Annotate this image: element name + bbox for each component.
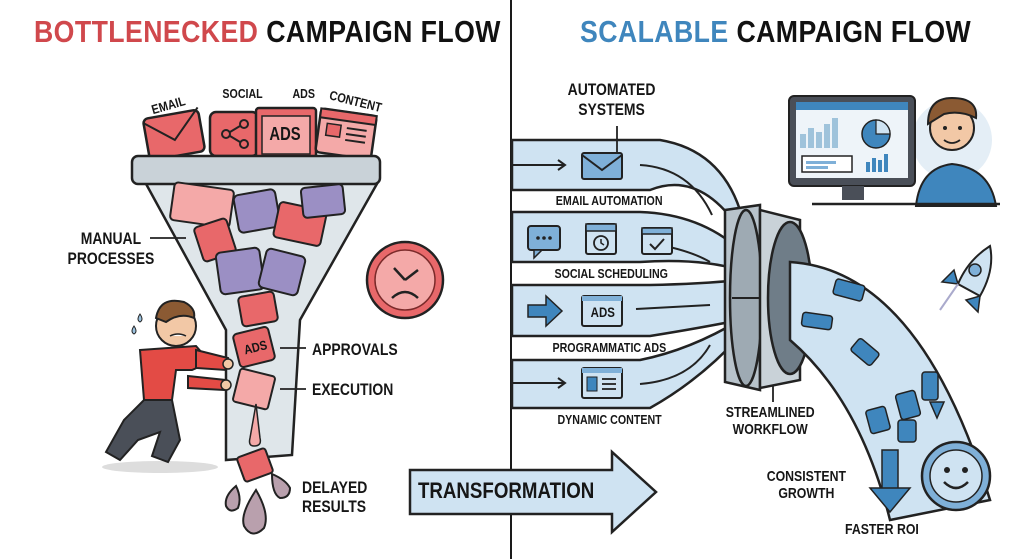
rocket-icon — [939, 244, 993, 314]
calendar-check-icon — [641, 227, 673, 255]
streamlined-workflow-line2: WORKFLOW — [732, 421, 808, 438]
chat-icon — [527, 225, 561, 260]
left-title-rest: CAMPAIGN FLOW — [266, 14, 501, 49]
execution-label: EXECUTION — [312, 380, 394, 399]
faster-roi-label: FASTER ROI — [845, 521, 919, 538]
approvals-label: APPROVALS — [312, 340, 398, 359]
lane-ads-icon — [581, 295, 623, 327]
channel-label-social: SOCIAL — [222, 86, 263, 101]
share-icon — [208, 110, 260, 158]
channel-label-ads: ADS — [292, 86, 315, 101]
drip-drops — [224, 472, 292, 535]
streamlined-workflow-line1: STREAMLINED — [725, 404, 815, 421]
falling-envelope-icon — [236, 447, 274, 483]
calendar-clock-icon — [585, 223, 617, 255]
down-arrow-icon — [868, 449, 912, 514]
ads-card-icon — [254, 106, 318, 160]
right-title-rest: CAMPAIGN FLOW — [736, 14, 972, 49]
lane-label-programmatic-ads: PROGRAMMATIC ADS — [552, 340, 667, 355]
delayed-results-label: DELAYED RESULTS — [302, 478, 367, 516]
automated-systems-label: AUTOMATED SYSTEMS — [568, 80, 656, 120]
lane-content-icon — [581, 367, 623, 399]
happy-person — [912, 96, 998, 207]
streamlined-workflow-label: STREAMLINED WORKFLOW — [726, 404, 815, 438]
automated-systems-line2: SYSTEMS — [578, 100, 645, 119]
lane-label-email-automation: EMAIL AUTOMATION — [555, 193, 663, 208]
transformation-label: TRANSFORMATION — [418, 478, 595, 503]
stressed-person — [102, 299, 234, 473]
manual-processes-line1: MANUAL — [80, 229, 142, 248]
left-title-accent: BOTTLENECKED — [34, 14, 259, 49]
right-title-accent: SCALABLE — [580, 14, 729, 49]
content-page-icon — [314, 107, 378, 161]
right-title: SCALABLE CAMPAIGN FLOW — [580, 14, 971, 50]
sad-clock-icon — [365, 240, 445, 320]
manual-processes-label: MANUAL PROCESSES — [68, 229, 155, 269]
lane-ads-text: ADS — [590, 304, 615, 320]
manual-processes-line2: PROCESSES — [67, 249, 155, 268]
left-title: BOTTLENECKED CAMPAIGN FLOW — [34, 14, 501, 50]
lane-label-dynamic-content: DYNAMIC CONTENT — [557, 412, 662, 427]
envelope-icon — [142, 106, 206, 162]
ads-card-text: ADS — [269, 124, 301, 144]
panel-divider — [510, 0, 512, 559]
consistent-growth-line1: CONSISTENT — [766, 468, 846, 485]
delayed-results-line1: DELAYED — [302, 478, 368, 497]
consistent-growth-line2: GROWTH — [778, 485, 835, 502]
automated-systems-line1: AUTOMATED — [567, 80, 656, 99]
lane-envelope-icon — [581, 152, 623, 180]
delayed-results-line2: RESULTS — [302, 497, 367, 516]
funnel — [130, 154, 382, 462]
consistent-growth-label: CONSISTENT GROWTH — [767, 468, 846, 502]
transformation-arrow — [408, 449, 658, 535]
lane-label-social-scheduling: SOCIAL SCHEDULING — [554, 266, 668, 281]
dashboard-monitor — [788, 95, 1000, 206]
smiley-clock-icon — [920, 440, 992, 512]
